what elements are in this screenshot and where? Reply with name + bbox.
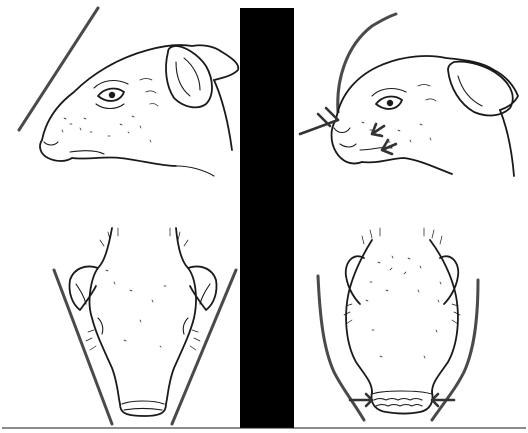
cheek-arrow [372,124,384,136]
affected-top-guide-left [318,276,364,420]
normal-side-profile [19,8,238,176]
normal-profile-guide-line [19,8,98,130]
affected-top-view [318,228,478,420]
affected-side-profile [300,14,518,176]
panel-divider [240,8,294,428]
normal-top-view [54,228,236,424]
